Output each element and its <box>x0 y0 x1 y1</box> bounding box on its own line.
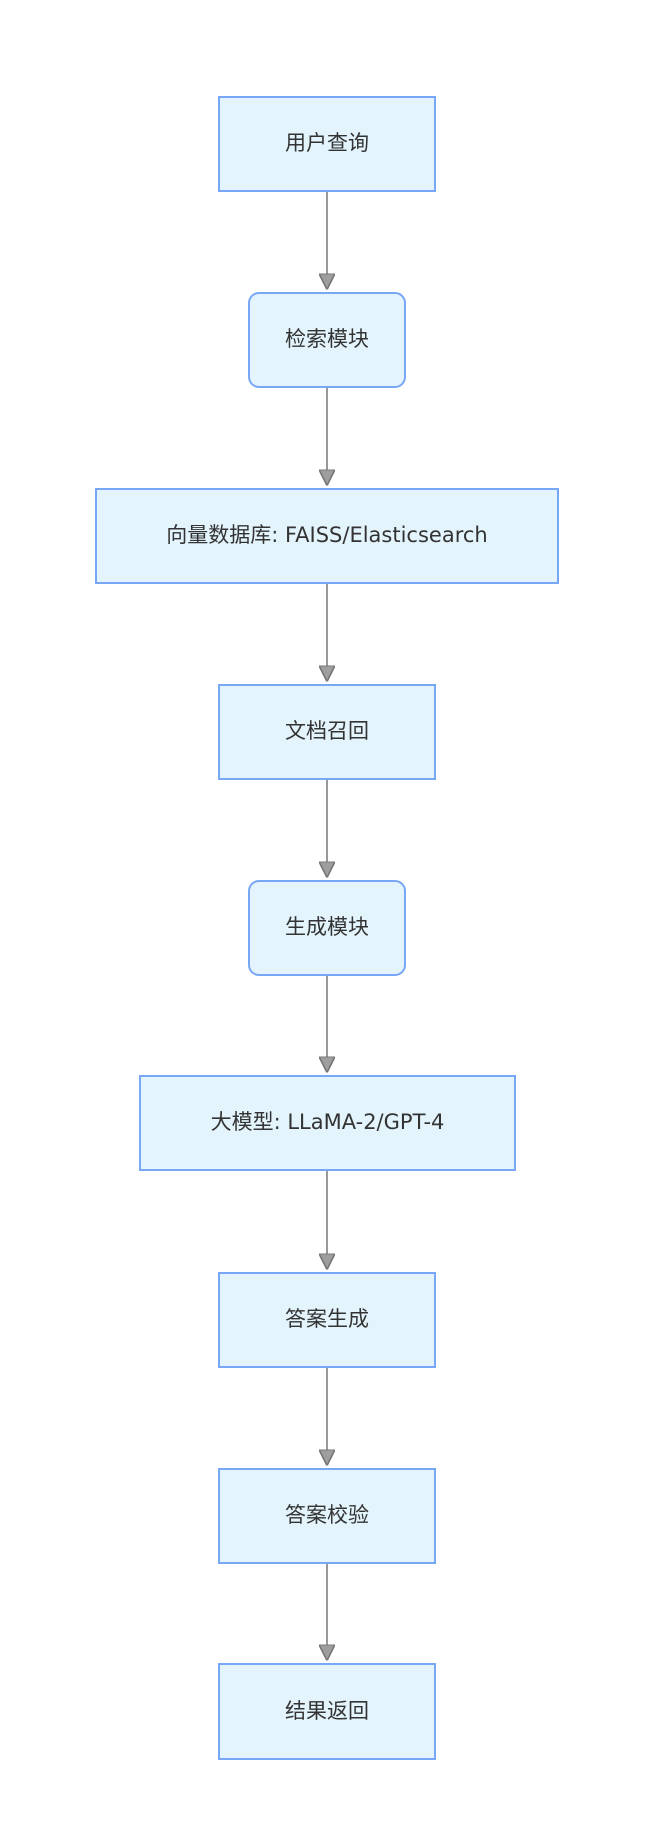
node-generation-module: 生成模块 <box>248 880 406 976</box>
node-user-query-label: 用户查询 <box>285 131 369 156</box>
node-answer-generation-label: 答案生成 <box>285 1307 369 1332</box>
node-vector-database-label: 向量数据库: FAISS/Elasticsearch <box>166 523 488 548</box>
node-generation-module-label: 生成模块 <box>285 915 369 940</box>
node-large-model: 大模型: LLaMA-2/GPT-4 <box>139 1075 516 1171</box>
node-answer-verification-label: 答案校验 <box>285 1503 369 1528</box>
node-result-return-label: 结果返回 <box>285 1698 369 1723</box>
node-document-recall: 文档召回 <box>218 684 436 780</box>
node-vector-database: 向量数据库: FAISS/Elasticsearch <box>95 488 559 584</box>
node-retrieval-module: 检索模块 <box>248 292 406 388</box>
node-answer-generation: 答案生成 <box>218 1272 436 1368</box>
node-answer-verification: 答案校验 <box>218 1468 436 1564</box>
node-result-return: 结果返回 <box>218 1663 436 1760</box>
node-user-query: 用户查询 <box>218 96 436 192</box>
node-document-recall-label: 文档召回 <box>285 719 369 744</box>
node-retrieval-module-label: 检索模块 <box>285 327 369 352</box>
node-large-model-label: 大模型: LLaMA-2/GPT-4 <box>210 1110 445 1135</box>
